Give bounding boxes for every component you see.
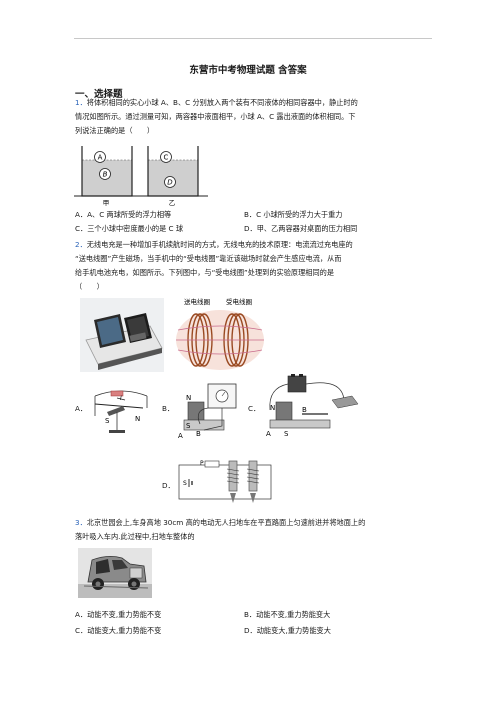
svg-text:P: P (200, 460, 204, 467)
page-title: 东营市中考物理试题 含答案 (189, 65, 307, 76)
q2-line-2: “送电线圈”产生磁场，当手机中的“受电线圈”靠近该磁场时就会产生感应电流，从而 (75, 254, 342, 263)
svg-text:S: S (186, 422, 191, 430)
q1-line-1: 1．将体积相同的实心小球 A、B、C 分别放入两个装有不同液体的相同容器中，静止… (75, 98, 358, 107)
svg-text:S: S (105, 417, 110, 425)
q2-line-4: （ ） (75, 282, 104, 291)
send-coil-label: 送电线圈 (184, 297, 210, 306)
svg-text:A: A (266, 430, 271, 438)
q2-fig-b[interactable]: N S A B (174, 380, 238, 442)
section-heading: 一、选择题 (75, 89, 123, 100)
q3-option-d[interactable]: D．动能变大,重力势能变大 (244, 626, 331, 635)
q2-fig-d[interactable]: P S (175, 455, 275, 507)
q3-line-2: 落叶吸入车内.此过程中,扫地车整体的 (75, 532, 195, 541)
ball-b (99, 168, 111, 180)
ball-d (164, 176, 176, 188)
q1-option-c[interactable]: C．三个小球中密度最小的是 C 球 (75, 224, 184, 233)
wireless-charger-photo (80, 298, 164, 372)
q2-option-d[interactable]: D． (162, 481, 175, 490)
ball-c (160, 151, 172, 163)
recv-coil-label: 受电线圈 (226, 297, 252, 306)
q3-option-c[interactable]: C．动能变大,重力势能不变 (75, 626, 162, 635)
svg-text:D: D (167, 179, 173, 187)
q2-option-b[interactable]: B． (162, 404, 175, 413)
q2-line-3: 给手机电池充电，如图所示。下列图中，与“受电线圈”处理到的实验原理相同的是 (75, 268, 335, 277)
svg-text:S: S (183, 480, 187, 487)
coils-illustration: 送电线圈 受电线圈 (170, 296, 270, 376)
q2-fig-c[interactable]: N S A B (262, 374, 362, 440)
q2-number: 2． (75, 240, 87, 249)
q2-option-a[interactable]: A． (75, 404, 88, 413)
svg-text:甲: 甲 (103, 199, 110, 206)
svg-text:乙: 乙 (169, 199, 176, 206)
svg-text:N: N (186, 394, 191, 402)
svg-text:I: I (120, 395, 122, 402)
q1-line-3: 列说法正确的是（ ） (75, 126, 155, 135)
q3-option-b[interactable]: B．动能不变,重力势能变大 (244, 610, 331, 619)
svg-text:N: N (270, 404, 275, 412)
q1-option-d[interactable]: D．甲、乙两容器对桌面的压力相同 (244, 224, 358, 233)
q2-option-c[interactable]: C． (248, 404, 261, 413)
q1-option-a[interactable]: A．A、C 两球所受的浮力相等 (75, 210, 172, 219)
svg-text:C: C (164, 154, 169, 162)
svg-text:S: S (284, 430, 289, 438)
q3-line-1: 3．北京世园会上,车身高地 30cm 高的电动无人扫地车在平直路面上匀速前进并将… (75, 518, 366, 527)
q2-fig-a[interactable]: I S N (87, 386, 155, 438)
svg-text:A: A (178, 432, 183, 440)
svg-text:B: B (196, 430, 201, 438)
q2-line-1: 2．无线电充是一种增加手机续航时间的方式，无线电充的技术原理：电流流过充电座的 (75, 240, 353, 249)
street-sweeper-photo (78, 548, 152, 598)
header-rule (74, 38, 432, 39)
q1-line-2: 情况如图所示。通过测量可知，两容器中液面相平，小球 A、C 露出液面的体积相同。… (75, 112, 356, 121)
svg-text:B: B (302, 406, 307, 414)
svg-text:B: B (103, 171, 108, 179)
svg-text:A: A (98, 154, 103, 162)
q1-number: 1． (75, 98, 87, 107)
svg-text:N: N (135, 415, 140, 423)
ball-a (94, 151, 106, 163)
q1-option-b[interactable]: B．C 小球所受的浮力大于重力 (244, 210, 343, 219)
q1-containers-figure: A B C D 甲 乙 (74, 146, 208, 206)
q3-option-a[interactable]: A．动能不变,重力势能不变 (75, 610, 162, 619)
q3-number: 3． (75, 518, 87, 527)
